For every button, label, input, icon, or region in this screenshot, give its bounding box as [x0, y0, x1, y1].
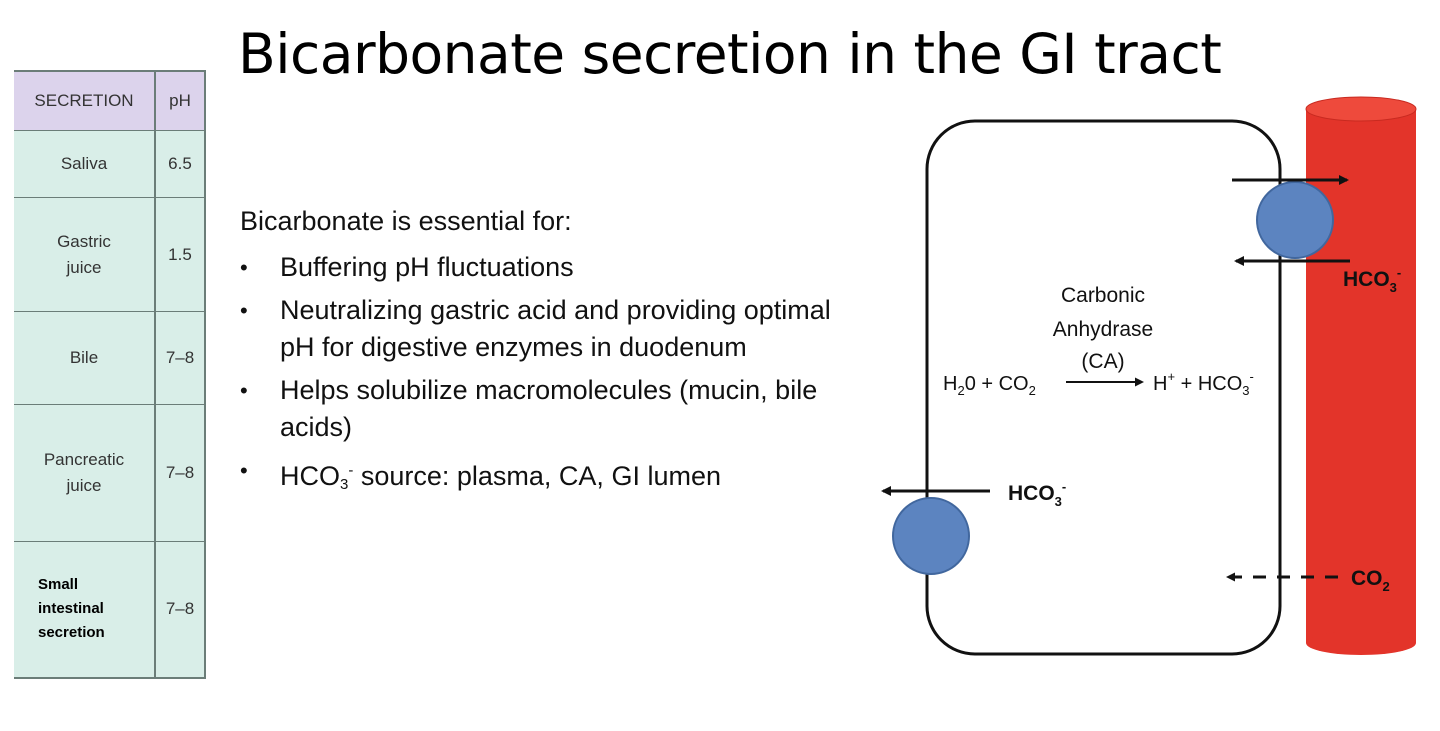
epithelial-cell — [925, 119, 1282, 656]
header-secretion: SECRETION — [14, 70, 156, 131]
reaction-reactants: H20 + CO2 — [943, 373, 1036, 398]
header-ph: pH — [155, 70, 206, 131]
hco3-label-apical: HCO3- — [1008, 479, 1066, 509]
basolateral-transporter — [1256, 181, 1334, 259]
vessel-bottom — [1306, 631, 1416, 655]
slide-title: Bicarbonate secretion in the GI tract — [238, 22, 1222, 86]
ph-value: 6.5 — [155, 130, 206, 198]
hco3-label-vessel: HCO3- — [1343, 265, 1401, 295]
apical-transporter — [892, 497, 970, 575]
enzyme-label-line2: Anhydrase — [1053, 318, 1153, 341]
intro-text: Bicarbonate is essential for: — [240, 206, 572, 236]
list-item: HCO3- source: plasma, CA, GI lumen — [240, 452, 860, 503]
ph-value: 7–8 — [155, 311, 206, 405]
bullet-list: Buffering pH fluctuations Neutralizing g… — [240, 249, 860, 503]
bullet-content: Bicarbonate is essential for: Buffering … — [240, 206, 860, 509]
table-row: Saliva 6.5 — [14, 130, 206, 198]
ph-value: 7–8 — [155, 404, 206, 542]
reaction-products: H+ + HCO3- — [1153, 369, 1254, 398]
secretion-name: Bile — [14, 311, 156, 405]
co2-label: CO2 — [1351, 567, 1390, 594]
enzyme-label-line3: (CA) — [1081, 350, 1124, 373]
vessel-body — [1306, 108, 1416, 643]
ph-value: 1.5 — [155, 197, 206, 312]
vessel-top — [1305, 96, 1417, 122]
enzyme-label-line1: Carbonic — [1061, 284, 1145, 307]
table-header-row: SECRETION pH — [14, 70, 206, 131]
list-item: Helps solubilize macromolecules (mucin, … — [240, 372, 860, 446]
secretion-name: Saliva — [14, 130, 156, 198]
list-item: Buffering pH fluctuations — [240, 249, 860, 286]
table-row: Bile 7–8 — [14, 311, 206, 405]
list-item: Neutralizing gastric acid and providing … — [240, 292, 860, 366]
ph-value: 7–8 — [155, 541, 206, 678]
